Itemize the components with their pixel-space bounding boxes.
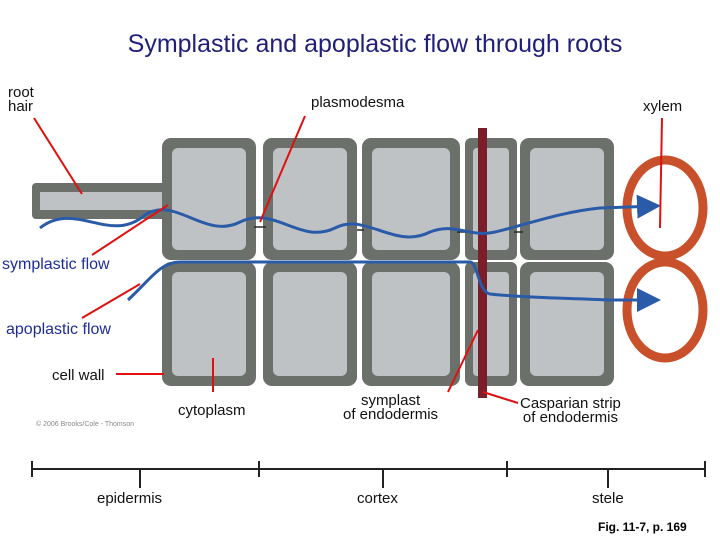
copyright-text: © 2006 Brooks/Cole - Thomson	[36, 421, 135, 428]
region-stele-label: stele	[592, 490, 624, 507]
region-brackets	[31, 461, 706, 488]
root-hair-label: root hair	[8, 84, 34, 115]
region-cortex-label: cortex	[357, 490, 398, 507]
casparian-strip-label: Casparian strip of endodermis	[520, 395, 621, 426]
cytoplasm-label: cytoplasm	[178, 402, 246, 419]
pointer-lines	[33, 115, 663, 404]
casparian-strip	[478, 128, 487, 398]
region-epidermis-label: epidermis	[97, 490, 163, 507]
symplast-of-endodermis-label: symplast of endodermis	[343, 392, 439, 423]
cell-wall-label: cell wall	[52, 367, 105, 384]
root-hair-cytoplasm	[40, 192, 170, 210]
apoplastic-flow-label: apoplastic flow	[6, 321, 111, 338]
plasmodesmata	[254, 226, 523, 233]
plasmodesma-label: plasmodesma	[311, 94, 405, 111]
page-title: Symplastic and apoplastic flow through r…	[127, 30, 623, 58]
xylem-label: xylem	[643, 98, 683, 115]
xylem-vessel-lower	[622, 257, 708, 363]
figure-reference: Fig. 11-7, p. 169	[598, 520, 687, 534]
symplastic-flow-label: symplastic flow	[2, 256, 110, 273]
apoplastic-flow-arrow	[126, 260, 661, 312]
symplastic-flow-arrow	[39, 194, 661, 239]
